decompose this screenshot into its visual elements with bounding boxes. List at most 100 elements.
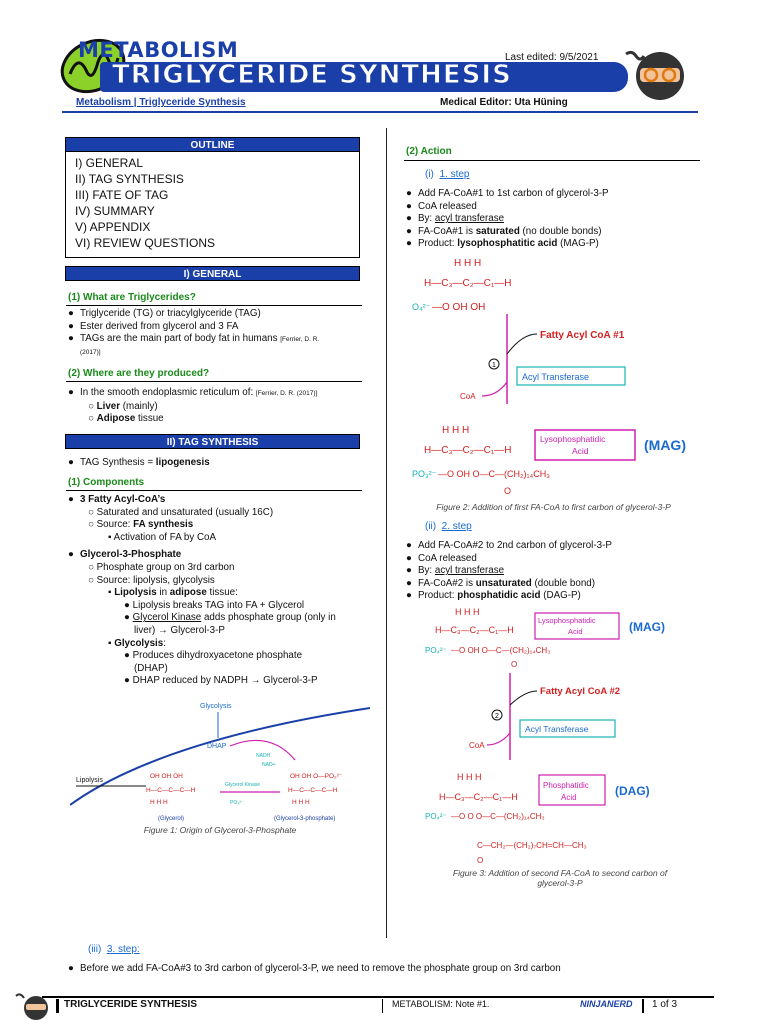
heading-rule [66, 490, 362, 491]
fig3-acyl-transferase-label: Acyl Transferase [525, 724, 589, 734]
page-title: TRIGLYCERIDE SYNTHESIS [112, 60, 512, 91]
fig3-phos-acid-label: Acid [561, 793, 577, 802]
svg-text:PO₄²⁻: PO₄²⁻ [425, 812, 447, 821]
svg-text:O: O [504, 486, 511, 496]
outline-list: I) GENERAL II) TAG SYNTHESIS III) FATE O… [75, 155, 215, 251]
fig1-glycolysis-label: Glycolysis [200, 703, 232, 710]
list-item: TAGs are the main part of body fat in hu… [80, 333, 278, 345]
q1-list: ●Triglyceride (TG) or triacylglyceride (… [68, 308, 368, 359]
footer-rule [42, 996, 714, 998]
svg-text:C—CH₂—(CH₂)₇CH=CH—CH₃: C—CH₂—(CH₂)₇CH=CH—CH₃ [477, 841, 587, 850]
citation: [Ferrier, D. R. (2017)] [255, 390, 318, 397]
tag-def: ●TAG Synthesis = lipogenesis [68, 457, 210, 468]
outline-box [65, 137, 360, 258]
citation: (2017)] [80, 348, 101, 356]
outline-item[interactable]: IV) SUMMARY [75, 204, 155, 218]
footer-divider [642, 999, 644, 1013]
svg-text:H—C₃—C₂—C₁—H: H—C₃—C₂—C₁—H [439, 792, 518, 802]
outline-item[interactable]: VI) REVIEW QUESTIONS [75, 236, 216, 250]
fig2-lyso-label: Lysophosphatidic [540, 434, 606, 444]
fig3-mag-label: (MAG) [629, 620, 665, 634]
svg-text:2: 2 [495, 713, 499, 720]
heading-rule [66, 381, 362, 382]
ninja-mascot-icon [625, 50, 684, 100]
heading-rule [404, 160, 700, 161]
footer-marker [56, 999, 59, 1013]
column-divider [386, 128, 387, 938]
footer-divider [382, 999, 383, 1013]
fig3-lyso-label: Lysophosphatidic [538, 616, 596, 625]
figure-1-caption: Figure 1: Origin of Glycerol-3-Phosphate [143, 825, 297, 835]
svg-text:—O OH O—C—(CH₂)₁₄CH₃: —O OH O—C—(CH₂)₁₄CH₃ [451, 646, 550, 655]
series-title: METABOLISM [78, 38, 239, 62]
svg-text:H H H: H H H [457, 772, 482, 782]
title-banner [100, 62, 628, 92]
last-edited: Last edited: 9/5/2021 [505, 52, 599, 63]
fig1-nad-label: NAD+ [262, 762, 276, 768]
fig3-fatty-acyl-label: Fatty Acyl CoA #2 [540, 686, 620, 697]
svg-text:H H H: H H H [150, 799, 168, 806]
svg-text:—O O O—C—(CH₂)₁₄CH₃: —O O O—C—(CH₂)₁₄CH₃ [451, 812, 545, 821]
outline-item[interactable]: I) GENERAL [75, 156, 144, 170]
q1-heading: (1) What are Triglycerides? [68, 292, 196, 303]
outline-item[interactable]: II) TAG SYNTHESIS [75, 172, 184, 186]
page-number: 1 of 3 [652, 999, 678, 1010]
svg-text:O: O [511, 660, 517, 669]
tag-synthesis-header: II) TAG SYNTHESIS [65, 434, 360, 449]
svg-text:H—C—C—C—H: H—C—C—C—H [146, 787, 196, 794]
svg-text:H—C—C—C—H: H—C—C—C—H [288, 787, 338, 794]
list-item: Ester derived from glycerol and 3 FA [80, 320, 239, 332]
fig2-coa-label: CoA [460, 392, 476, 401]
step-1-list: ●Add FA-CoA#1 to 1st carbon of glycerol-… [406, 188, 609, 250]
step-1-heading[interactable]: (i) 1. step [425, 169, 470, 180]
citation: [Ferrier, D. R. [280, 336, 320, 344]
fig1-dhap-label: DHAP [207, 743, 227, 750]
svg-text:H H H: H H H [455, 607, 480, 617]
svg-text:OH OH OH: OH OH OH [150, 773, 183, 780]
outline-item[interactable]: III) FATE OF TAG [75, 188, 169, 202]
breadcrumb[interactable]: Metabolism | Triglyceride Synthesis [76, 97, 246, 108]
footer-title: TRIGLYCERIDE SYNTHESIS [64, 999, 197, 1010]
svg-text:1: 1 [492, 362, 496, 369]
fig2-mag-label: (MAG) [644, 437, 686, 453]
outline-item[interactable]: V) APPENDIX [75, 220, 151, 234]
figure-1-diagram: Glycolysis DHAP NADH NAD+ Lipolysis OH O… [70, 703, 370, 822]
fig3-coa-label: CoA [469, 741, 485, 750]
step-2-list: ●Add FA-CoA#2 to 2nd carbon of glycerol-… [406, 540, 612, 602]
header-divider [62, 111, 698, 113]
q2-heading: (2) Where are they produced? [68, 368, 210, 379]
fig1-nadh-label: NADH [256, 753, 271, 759]
editor-credit: Medical Editor: Uta Hüning [440, 97, 568, 108]
svg-text:PO₄²⁻: PO₄²⁻ [425, 646, 447, 655]
svg-text:H H H: H H H [292, 799, 310, 806]
q2-list: ●In the smooth endoplasmic reticulum of:… [68, 387, 318, 425]
figure-3-caption: Figure 3: Addition of second FA-CoA to s… [452, 868, 668, 888]
fig2-acid-label: Acid [572, 446, 589, 456]
heading-rule [66, 305, 362, 306]
step-2-heading[interactable]: (ii) 2. step [425, 521, 472, 532]
svg-text:H—C₃—C₂—C₁—H: H—C₃—C₂—C₁—H [424, 445, 511, 456]
components-list: ●3 Fatty Acyl-CoA’s ○ Saturated and unsa… [68, 494, 336, 687]
list-item: Triglyceride (TG) or triacylglyceride (T… [80, 308, 261, 319]
step-3-item: ●Before we add FA-CoA#3 to 3rd carbon of… [68, 963, 561, 974]
svg-text:H H H: H H H [454, 258, 481, 269]
figure-2-diagram: H H H H—C₃—C₂—C₁—H PO₄²⁻ —O OH OH Fatty … [412, 258, 686, 496]
fig1-kinase-label: Glycerol Kinase [225, 782, 260, 788]
fig3-acid-label: Acid [568, 627, 583, 636]
fig1-glycerol-label: (Glycerol) [158, 816, 184, 822]
svg-text:PO₄²⁻: PO₄²⁻ [412, 302, 431, 312]
ninja-footer-icon [15, 993, 48, 1020]
footer-logo: NINJANERD [580, 999, 633, 1009]
svg-text:PO₃²⁻: PO₃²⁻ [412, 469, 437, 479]
svg-text:H H H: H H H [442, 425, 469, 436]
figure-2-caption: Figure 2: Addition of first FA-CoA to fi… [436, 502, 671, 512]
fig1-g3p-label: (Glycerol-3-phosphate) [274, 816, 335, 822]
fig2-acyl-transferase-label: Acyl Transferase [522, 372, 589, 382]
figure-3-diagram: H H H H—C₃—C₂—C₁—H PO₄²⁻ —O OH O—C—(CH₂)… [425, 607, 665, 865]
components-heading: (1) Components [68, 477, 145, 488]
svg-text:OH OH O—PO₃²⁻: OH OH O—PO₃²⁻ [290, 773, 343, 780]
step-3-heading[interactable]: (iii) 3. step: [88, 944, 140, 955]
fig3-dag-label: (DAG) [615, 784, 650, 798]
fig1-lipolysis-label: Lipolysis [76, 777, 103, 784]
footer-note: METABOLISM: Note #1. [392, 999, 490, 1009]
